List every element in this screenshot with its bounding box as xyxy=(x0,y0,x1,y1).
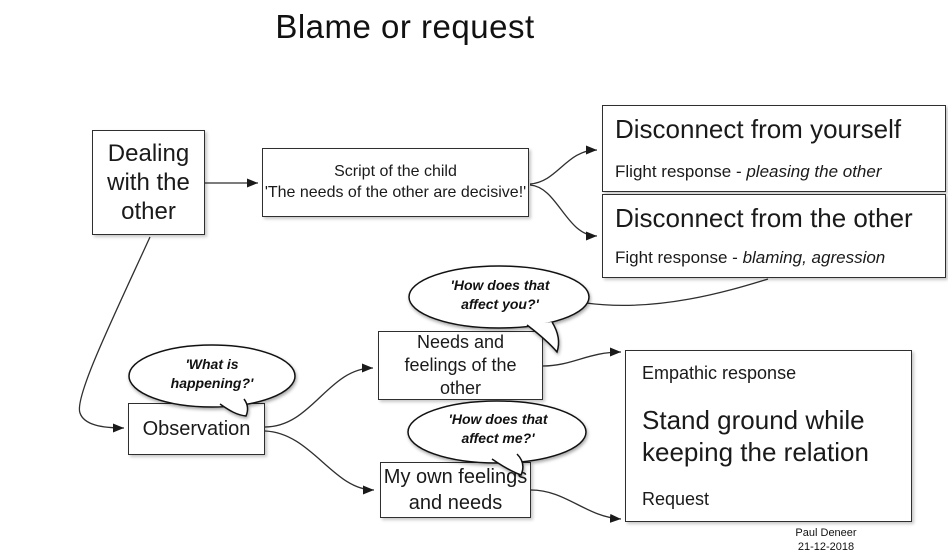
box-empathic-response: Empathic response Stand ground while kee… xyxy=(625,350,912,522)
box-myown-label: My own feelings and needs xyxy=(383,466,528,514)
flight-response-label: Flight response - xyxy=(615,162,747,181)
script-line1: Script of the child xyxy=(334,162,457,180)
arrow-script-to-disconnect-other xyxy=(529,184,598,241)
arrow-needs-to-empathic xyxy=(542,347,622,367)
disconnect-other-subtitle: Fight response - blaming, agression xyxy=(615,248,885,268)
box-observation: Observation xyxy=(128,403,265,455)
stand-ground-text: Stand ground while keeping the relation xyxy=(642,404,869,467)
disconnect-yourself-subtitle: Flight response - pleasing the other xyxy=(615,162,882,182)
arrow-observation-to-myown xyxy=(264,430,375,495)
script-line2: 'The needs of the other are decisive!' xyxy=(264,183,527,201)
connector-bubble-to-disconnect-other xyxy=(585,278,769,306)
author-credit: Paul Deneer 21-12-2018 xyxy=(770,527,882,555)
bubble-affect-you-text: 'How does that affect you?' xyxy=(450,277,550,312)
arrow-dealing-to-observation xyxy=(78,236,151,433)
arrow-observation-to-needs xyxy=(264,363,374,428)
box-dealing-label: Dealing with the other xyxy=(107,139,190,226)
arrow-myown-to-empathic xyxy=(530,489,622,523)
box-dealing-with-the-other: Dealing with the other xyxy=(92,130,205,235)
box-my-own-feelings-and-needs: My own feelings and needs xyxy=(380,462,531,518)
box-script-label: Script of the child 'The needs of the ot… xyxy=(265,162,526,204)
box-needs-and-feelings-of-other: Needs and feelings of the other xyxy=(378,331,543,400)
disconnect-other-title: Disconnect from the other xyxy=(615,203,913,233)
fight-response-label: Fight response - xyxy=(615,248,743,267)
empathic-response-label: Empathic response xyxy=(642,363,797,383)
request-label: Request xyxy=(642,489,710,509)
fight-response-italic: blaming, agression xyxy=(742,248,886,267)
author-name: Paul Deneer xyxy=(795,527,857,539)
bubble-affect-me-text: 'How does that affect me?' xyxy=(448,411,548,446)
box-disconnect-from-the-other: Disconnect from the other Fight response… xyxy=(602,194,946,278)
diagram-title: Blame or request xyxy=(275,8,535,45)
box-needs-label: Needs and feelings of the other xyxy=(404,331,517,399)
author-date: 21-12-2018 xyxy=(797,540,855,553)
disconnect-yourself-title: Disconnect from yourself xyxy=(615,114,902,144)
box-disconnect-from-yourself: Disconnect from yourself Flight response… xyxy=(602,105,946,192)
bubble-what-happening-text: 'What is happening?' xyxy=(170,356,254,391)
box-observation-label: Observation xyxy=(142,417,251,440)
arrow-script-to-disconnect-yourself xyxy=(529,145,598,185)
flight-response-italic: pleasing the other xyxy=(746,162,882,181)
box-script-of-the-child: Script of the child 'The needs of the ot… xyxy=(262,148,529,217)
